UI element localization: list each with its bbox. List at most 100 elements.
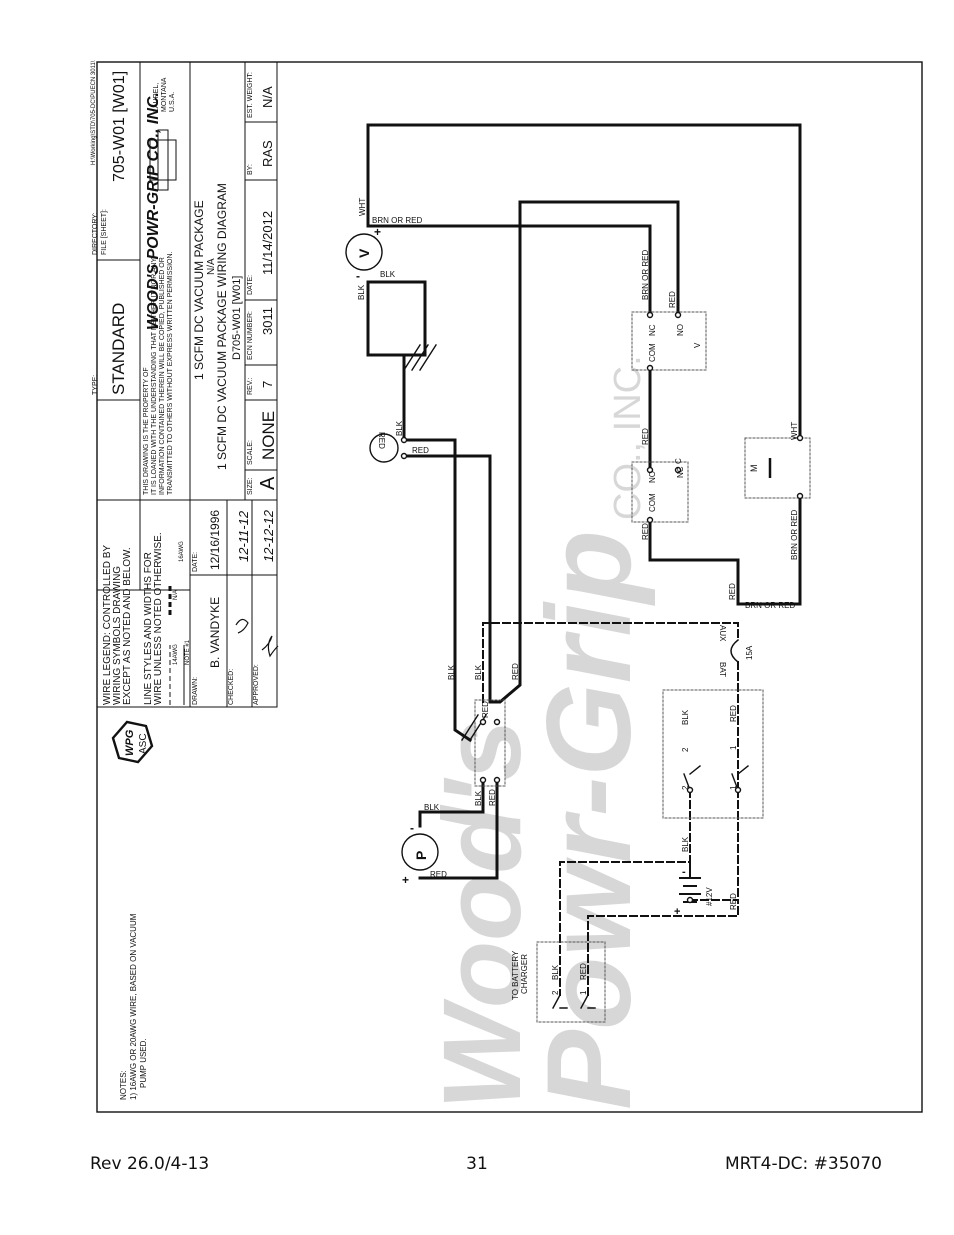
fuse-symbol (730, 638, 740, 664)
wire-brn-red-motor (736, 494, 802, 606)
notice-line-3: INFORMATION CONTAINED THEREIN WILL BE CO… (159, 257, 166, 495)
connector-enclosure (474, 699, 506, 787)
label-red-main: RED (511, 663, 520, 680)
ecn-value: 3011 (260, 307, 275, 335)
pump-circle (401, 833, 439, 871)
label-charger-2: 2 (551, 990, 560, 995)
label-blk-switch: BLK (681, 709, 690, 725)
drawn-date-label: DATE: (192, 552, 199, 572)
label-valve: V (356, 248, 372, 258)
wire-blk-valve-ground (402, 353, 457, 704)
watermark-powr-grip: Powr-Grip (522, 530, 656, 1110)
checked-label: CHECKED: (228, 669, 235, 705)
scale-value: NONE (259, 411, 278, 460)
approved-label: APPROVED: (253, 664, 260, 705)
date-label: DATE: (247, 275, 254, 295)
notice-line-1: THIS DRAWING IS THE PROPERTY OF (143, 367, 150, 495)
relay-enclosure-2 (631, 461, 689, 523)
legend-line-3: EXCEPT AS NOTED AND BELOW. (122, 547, 133, 705)
logo-asc: ASC (138, 733, 149, 754)
notes: NOTES: 1) 16AWG OR 20AWG WIRE, BASED ON … (119, 913, 148, 1100)
components (345, 233, 804, 904)
label-brn-red-relay: BRN OR RED (641, 250, 650, 300)
type-value: STANDARD (109, 303, 128, 395)
label-nc-2: NC (676, 466, 685, 478)
label-red-light: RED (377, 432, 386, 449)
notes-line-2: PUMP USED. (139, 1038, 148, 1088)
label-blk-main-2: BLK (474, 664, 483, 680)
size-value: A (257, 476, 279, 490)
drawn-value: B. VANDYKE (208, 597, 222, 668)
label-brn-red-motor: BRN OR RED (790, 510, 799, 560)
valve-circle (345, 233, 383, 271)
label-red-connector-2: RED (488, 789, 497, 806)
notice-line-2: IT IS LOANED WITH THE UNDERSTANDING THAT… (151, 258, 158, 495)
footer-revision: Rev 26.0/4-13 (90, 1154, 210, 1174)
wire-labels: WHT BRN OR RED BLK BLK + - V RED BLK RED… (356, 198, 799, 1000)
legend-line-1: WIRE LEGEND: CONTROLLED BY (102, 545, 113, 705)
notes-heading: NOTES: (119, 1070, 128, 1100)
label-nc-1: NC (648, 324, 657, 336)
wire-red-light (402, 454, 492, 704)
label-brn-red-valve: BRN OR RED (372, 216, 422, 225)
label-com-1: COM (648, 343, 657, 362)
date-value: 11/14/2012 (260, 211, 275, 275)
wpg-asc-logo: WPG ASC (111, 720, 154, 764)
rev-value: 7 (260, 381, 275, 388)
label-battery-minus: - (682, 866, 686, 878)
legend-line-2: WIRING SYMBOLS DRAWING (112, 566, 123, 705)
wire-wht-main (366, 123, 802, 440)
label-charger-line-1: TO BATTERY (511, 950, 520, 1000)
drawn-label: DRAWN: (192, 677, 199, 705)
location-line-3: U.S.A. (169, 92, 176, 112)
label-bat: BAT (718, 662, 727, 677)
watermark-co-inc: CO., INC. (607, 355, 649, 520)
wire-dashed-blk-top (482, 622, 739, 703)
wiring (366, 123, 811, 1023)
label-red-light-wire: RED (412, 446, 429, 455)
label-red-relay: RED (668, 291, 677, 308)
title-line-1: 1 SCFM DC VACUUM PACKAGE (192, 200, 206, 380)
footer-page-number: 31 (466, 1154, 488, 1174)
label-battery-plus: + (674, 906, 680, 918)
watermark: Wood's Powr-Grip CO., INC. (421, 355, 656, 1110)
ground-symbol-valve (403, 344, 437, 371)
wire-red-relay-down (648, 518, 740, 606)
company-logo (149, 129, 177, 191)
terminal-dots (400, 311, 804, 904)
label-switch-2b: 2 (681, 785, 690, 790)
file-value: 705-W01 [W01] (111, 71, 128, 182)
wire-red-pump (418, 778, 499, 880)
company-name: WOOD'S POWR-GRIP CO., INC. (145, 92, 162, 330)
line-styles-line-1: LINE STYLES AND WIDTHS FOR (143, 552, 154, 705)
logo-wpg: WPG (124, 729, 136, 756)
gauge-16awg: 16AWG (179, 541, 185, 562)
wire-brn-red-valve (366, 224, 652, 317)
wire-blk-valve (366, 280, 427, 357)
label-blk-light: BLK (395, 420, 404, 436)
label-c-2: C (674, 458, 683, 464)
signature-marks (235, 618, 279, 658)
weight-value: N/A (260, 86, 275, 108)
location-line-2: MONTANA (161, 77, 168, 112)
label-red-connector: RED (481, 701, 490, 718)
type-label: TYPE: (92, 375, 99, 395)
wire-blk-upper (453, 700, 473, 743)
label-blk-valve-side: BLK (357, 284, 366, 300)
label-pump-minus: - (410, 821, 414, 835)
switch-contacts (552, 765, 749, 1009)
label-blk-valve: BLK (380, 270, 396, 279)
label-charger-line-2: CHARGER (520, 954, 529, 994)
label-valve-minus: - (356, 269, 360, 283)
label-switch-1: 1 (729, 745, 738, 750)
ecn-label: ECN NUMBER: (247, 311, 254, 360)
label-wht-valve: WHT (358, 198, 367, 216)
label-switch-1b: 1 (729, 785, 738, 790)
label-blk-connector: BLK (474, 790, 483, 806)
gauge-note: NOTE #1 (185, 639, 191, 665)
label-red-relay-2: RED (641, 428, 650, 445)
label-red-charger: RED (579, 963, 588, 980)
label-fuse: 15A (745, 645, 754, 660)
scale-label: SCALE: (247, 440, 254, 465)
